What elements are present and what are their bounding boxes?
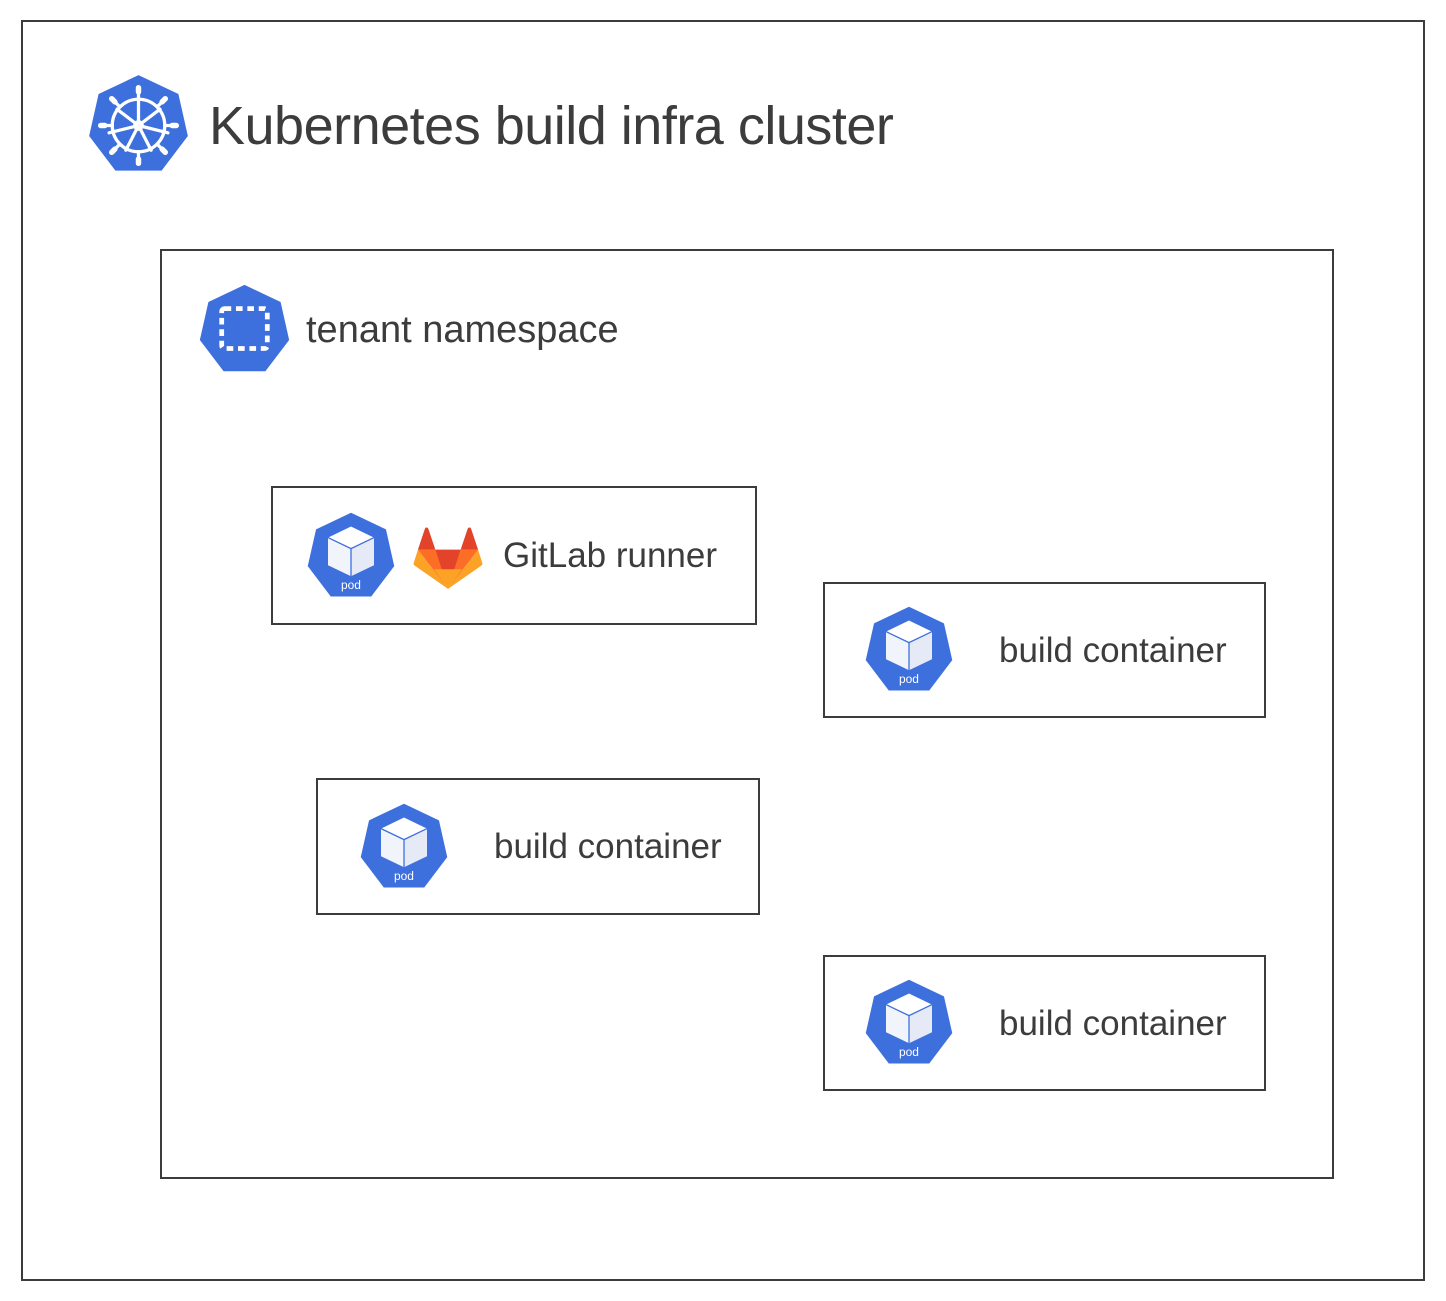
pod-badge-text: pod: [899, 1045, 919, 1059]
resource-card-build-container-2[interactable]: pod build container: [316, 778, 760, 915]
gitlab-logo-icon: [413, 521, 483, 591]
pod-icon: pod: [305, 510, 397, 602]
resource-label-gitlab-runner: GitLab runner: [503, 536, 718, 575]
build-container-3-icon-group: pod: [863, 977, 955, 1069]
gitlab-runner-icon-group: pod: [305, 510, 483, 602]
resource-card-build-container-1[interactable]: pod build container: [823, 582, 1266, 718]
kubernetes-logo-icon: [86, 73, 191, 178]
pod-badge-text: pod: [394, 869, 414, 883]
resource-label-build-container-3: build container: [999, 1003, 1227, 1043]
resource-label-build-container-2: build container: [494, 827, 722, 866]
build-container-2-icon-group: pod: [358, 801, 450, 893]
pod-icon: pod: [358, 801, 450, 893]
cluster-title-row: Kubernetes build infra cluster: [86, 73, 894, 178]
namespace-header: tenant namespace: [197, 282, 619, 377]
build-container-1-icon-group: pod: [863, 604, 955, 696]
pod-badge-text: pod: [341, 578, 361, 592]
pod-icon: pod: [863, 604, 955, 696]
resource-label-build-container-1: build container: [999, 630, 1227, 670]
pod-badge-text: pod: [899, 672, 919, 686]
namespace-label: tenant namespace: [306, 308, 619, 351]
namespace-icon: [197, 282, 292, 377]
resource-card-build-container-3[interactable]: pod build container: [823, 955, 1266, 1091]
pod-icon: pod: [863, 977, 955, 1069]
resource-card-gitlab-runner[interactable]: pod GitLab runner: [271, 486, 757, 625]
page-title: Kubernetes build infra cluster: [209, 95, 894, 156]
